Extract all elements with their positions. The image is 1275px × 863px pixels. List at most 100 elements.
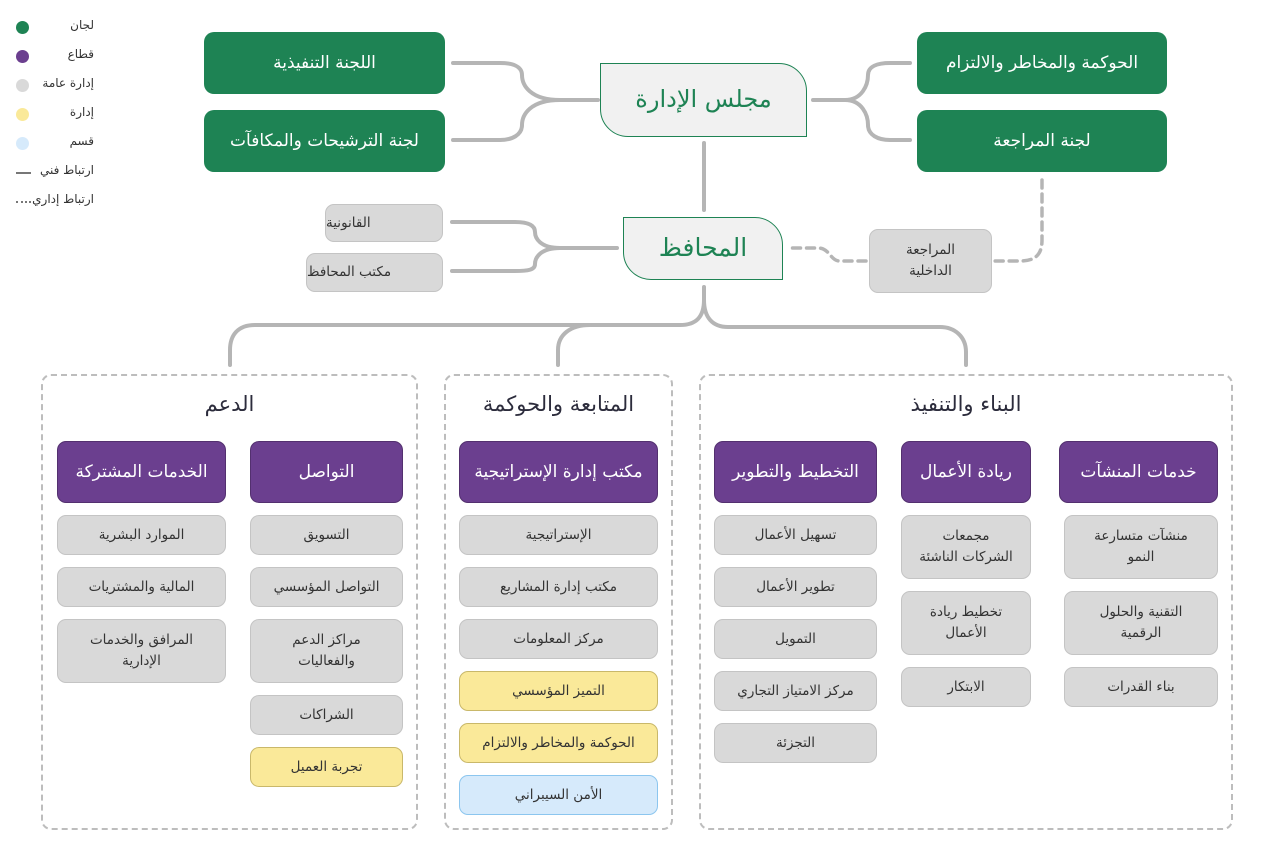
unit-label: القانونية	[326, 214, 371, 231]
unit-entrepreneurship-planning[interactable]: تخطيط ريادة الأعمال	[901, 591, 1031, 655]
group-title: البناء والتنفيذ	[910, 392, 1022, 416]
unit-governor-office[interactable]: مكتب المحافظ	[306, 253, 443, 292]
board-of-directors[interactable]: مجلس الإدارة	[600, 63, 807, 137]
legend-item-general-dept: إدارة عامة	[0, 75, 100, 95]
unit-retail[interactable]: التجزئة	[714, 723, 877, 763]
unit-business-facilitation[interactable]: تسهيل الأعمال	[714, 515, 877, 555]
sector-enterprise-services[interactable]: خدمات المنشآت	[1059, 441, 1218, 503]
unit-label: مكتب إدارة المشاريع	[500, 578, 617, 595]
unit-support-centers[interactable]: مراكز الدعم والفعاليات	[250, 619, 403, 683]
unit-strategy[interactable]: الإستراتيجية	[459, 515, 658, 555]
group-title: الدعم	[204, 392, 255, 416]
sector-label: ريادة الأعمال	[920, 461, 1012, 482]
legend-item-dept: إدارة	[0, 104, 100, 124]
unit-hr[interactable]: الموارد البشرية	[57, 515, 226, 555]
unit-customer-experience[interactable]: تجربة العميل	[250, 747, 403, 787]
unit-corporate-communication[interactable]: التواصل المؤسسي	[250, 567, 403, 607]
sector-label: خدمات المنشآت	[1080, 461, 1197, 482]
committee-nominations[interactable]: لجنة الترشيحات والمكافآت	[204, 110, 445, 172]
legend-swatch-dept	[16, 108, 29, 121]
connector-to-monitoring	[556, 323, 592, 367]
sector-label: التخطيط والتطوير	[732, 461, 859, 482]
group-title: المتابعة والحوكمة	[482, 392, 635, 416]
unit-financing[interactable]: التمويل	[714, 619, 877, 659]
unit-label: الابتكار	[947, 678, 985, 695]
legend-item-sector: قطاع	[0, 46, 100, 66]
committee-governance[interactable]: الحوكمة والمخاطر والالتزام	[917, 32, 1167, 94]
committee-label: لجنة المراجعة	[993, 130, 1091, 151]
governor-title: المحافظ	[658, 233, 748, 263]
unit-finance[interactable]: المالية والمشتريات	[57, 567, 226, 607]
connector-governor-legal	[450, 220, 619, 250]
legend-label: لجان	[70, 18, 94, 32]
unit-label: التسويق	[303, 526, 350, 543]
unit-internal-audit[interactable]: المراجعة الداخلية	[869, 229, 992, 293]
sector-communication[interactable]: التواصل	[250, 441, 403, 503]
unit-cybersecurity[interactable]: الأمن السيبراني	[459, 775, 658, 815]
legend-label: قسم	[69, 134, 94, 148]
legend-label: ارتباط فني	[39, 163, 94, 177]
unit-facilities[interactable]: المرافق والخدمات الإدارية	[57, 619, 226, 683]
unit-information-center[interactable]: مركز المعلومات	[459, 619, 658, 659]
unit-label: الشراكات	[299, 706, 354, 723]
unit-partnerships[interactable]: الشراكات	[250, 695, 403, 735]
unit-marketing[interactable]: التسويق	[250, 515, 403, 555]
unit-label: تخطيط ريادة الأعمال	[929, 604, 1003, 641]
unit-label: التواصل المؤسسي	[273, 578, 380, 595]
sector-label: التواصل	[298, 461, 355, 482]
dotted-line-icon	[16, 201, 31, 203]
unit-legal[interactable]: القانونية	[325, 204, 443, 242]
connector-internal-audit-governor	[786, 246, 868, 263]
sector-entrepreneurship[interactable]: ريادة الأعمال	[901, 441, 1031, 503]
connector-to-building	[702, 298, 968, 367]
committee-audit[interactable]: لجنة المراجعة	[917, 110, 1167, 172]
legend-swatch-sector	[16, 50, 29, 63]
connector-governor-office	[450, 246, 562, 273]
legend-item-section: قسم	[0, 133, 100, 153]
connector-board-executive	[451, 61, 600, 102]
unit-label: التقنية والحلول الرقمية	[1099, 604, 1183, 641]
unit-label: مجمعات الشركات الناشئة	[919, 528, 1013, 565]
sector-planning-development[interactable]: التخطيط والتطوير	[714, 441, 877, 503]
board-title: مجلس الإدارة	[635, 85, 772, 114]
legend-label: قطاع	[67, 47, 94, 61]
unit-capacity-building[interactable]: بناء القدرات	[1064, 667, 1218, 707]
unit-excellence[interactable]: التميز المؤسسي	[459, 671, 658, 711]
unit-franchise-center[interactable]: مركز الامتياز التجاري	[714, 671, 877, 711]
connector-audit-committee-internal-audit	[993, 178, 1044, 263]
sector-shared-services[interactable]: الخدمات المشتركة	[57, 441, 226, 503]
unit-label: الإستراتيجية	[525, 526, 592, 543]
unit-label: الأمن السيبراني	[514, 786, 603, 803]
unit-label: بناء القدرات	[1107, 678, 1175, 695]
unit-label: منشآت متسارعة النمو	[1094, 528, 1188, 565]
legend-item-admin-link: ارتباط إداري	[0, 191, 100, 211]
unit-label: تطوير الأعمال	[756, 578, 835, 595]
unit-label: المرافق والخدمات الإدارية	[89, 632, 194, 669]
solid-line-icon	[16, 172, 31, 174]
sector-label: الخدمات المشتركة	[75, 461, 208, 482]
connector-board-governance	[811, 61, 912, 102]
legend-label: إدارة عامة	[42, 76, 94, 90]
group-monitoring: المتابعة والحوكمة	[444, 374, 673, 830]
legend-item-technical-link: ارتباط فني	[0, 162, 100, 182]
unit-grc[interactable]: الحوكمة والمخاطر والالتزام	[459, 723, 658, 763]
unit-high-growth[interactable]: منشآت متسارعة النمو	[1064, 515, 1218, 579]
sector-strategy-office[interactable]: مكتب إدارة الإستراتيجية	[459, 441, 658, 503]
unit-label: التجزئة	[775, 734, 816, 751]
committee-executive[interactable]: اللجنة التنفيذية	[204, 32, 445, 94]
unit-innovation[interactable]: الابتكار	[901, 667, 1031, 707]
unit-incubators[interactable]: مجمعات الشركات الناشئة	[901, 515, 1031, 579]
unit-pmo[interactable]: مكتب إدارة المشاريع	[459, 567, 658, 607]
governor[interactable]: المحافظ	[623, 217, 783, 280]
connector-governor-groups	[228, 285, 706, 367]
unit-label: تسهيل الأعمال	[754, 526, 837, 543]
unit-digital-solutions[interactable]: التقنية والحلول الرقمية	[1064, 591, 1218, 655]
group-building: البناء والتنفيذ	[699, 374, 1233, 830]
unit-label: المراجعة الداخلية	[906, 242, 955, 279]
unit-label: المالية والمشتريات	[88, 578, 195, 595]
legend-label: ارتباط إداري	[32, 192, 94, 206]
committee-label: الحوكمة والمخاطر والالتزام	[945, 52, 1139, 73]
legend-swatch-section	[16, 137, 29, 150]
committee-label: لجنة الترشيحات والمكافآت	[230, 130, 419, 151]
unit-business-development[interactable]: تطوير الأعمال	[714, 567, 877, 607]
